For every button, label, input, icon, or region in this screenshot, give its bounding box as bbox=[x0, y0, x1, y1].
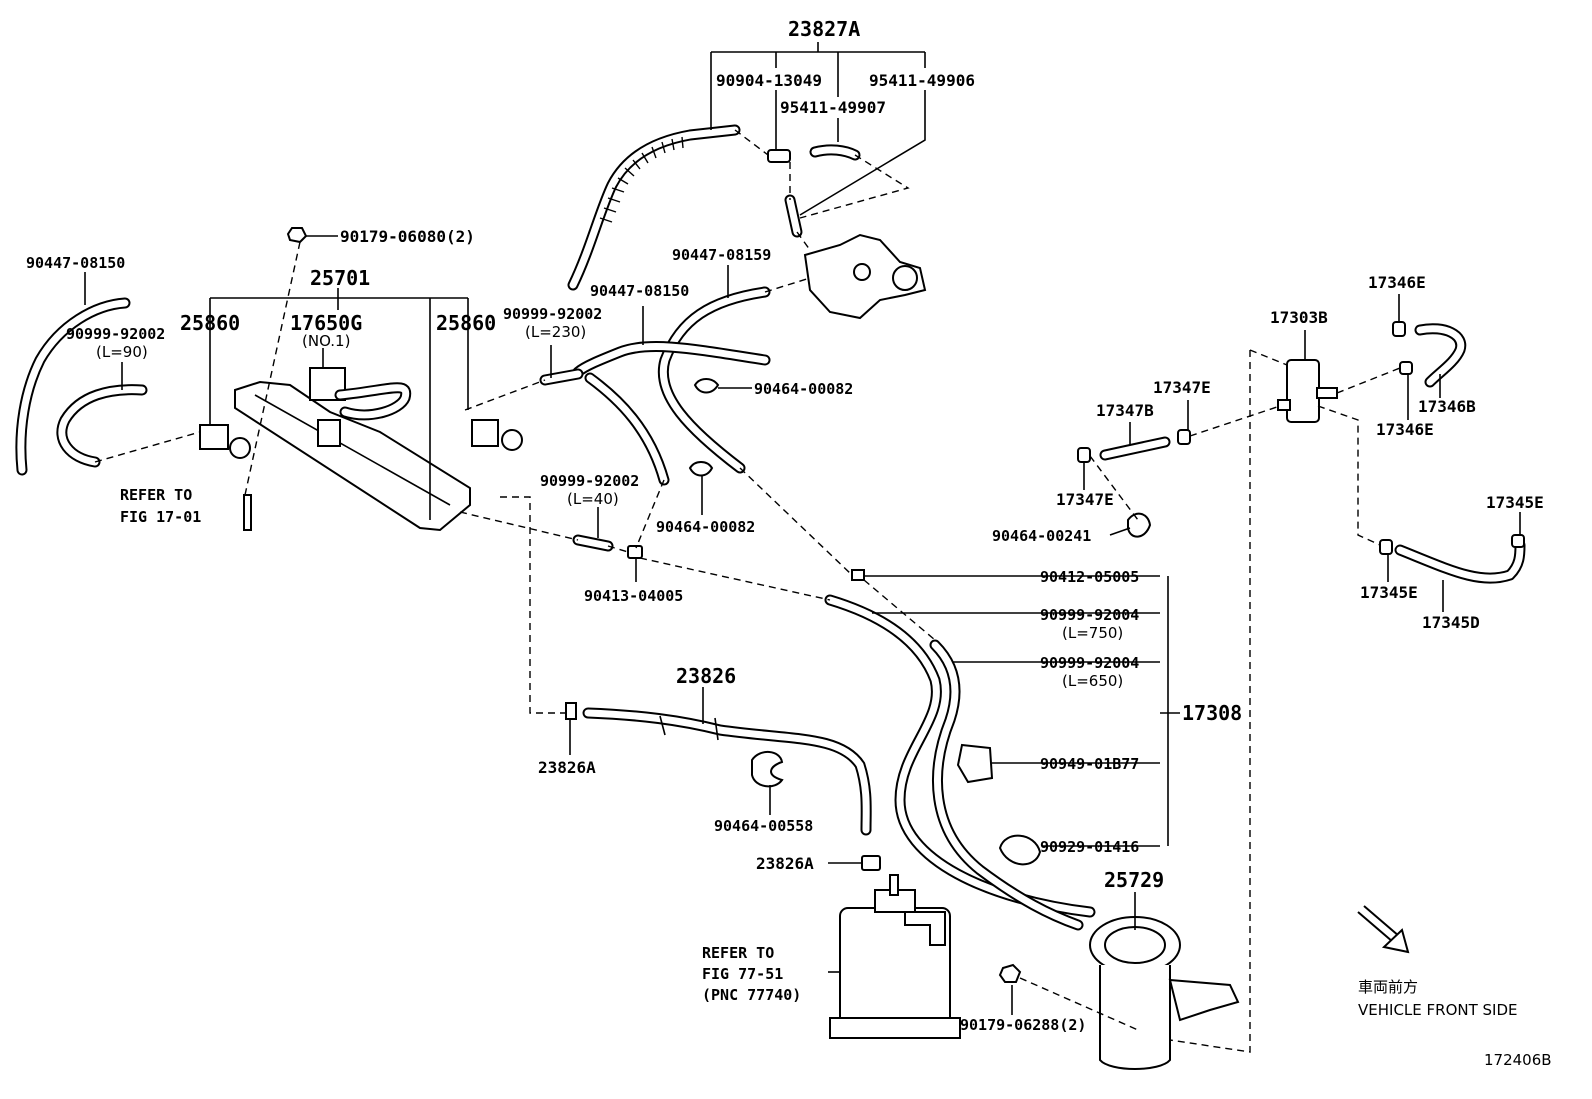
label-90447-08150-left: 90447-08150 bbox=[26, 254, 125, 272]
label-23827A: 23827A bbox=[788, 17, 860, 41]
label-17346B: 17346B bbox=[1418, 397, 1476, 416]
label-90999-92004-b: 90999-92004 bbox=[1040, 654, 1139, 672]
label-90464-00082-b: 90464-00082 bbox=[656, 518, 755, 536]
label-90929-01416: 90929-01416 bbox=[1040, 838, 1139, 856]
label-17308: 17308 bbox=[1182, 701, 1242, 725]
label-90412-05005: 90412-05005 bbox=[1040, 568, 1139, 586]
label-90999-92004-a: 90999-92004 bbox=[1040, 606, 1139, 624]
label-90179-06080: 90179-06080(2) bbox=[340, 227, 475, 246]
part-labels: 23827A 90904-13049 95411-49906 95411-499… bbox=[26, 17, 1552, 1069]
vehicle-front-label-jp: 車両前方 bbox=[1358, 978, 1418, 996]
label-25860-right: 25860 bbox=[436, 311, 496, 335]
label-90904-13049: 90904-13049 bbox=[716, 71, 822, 90]
refer-fig-17-01-line2: FIG 17-01 bbox=[120, 508, 201, 526]
figure-id: 172406B bbox=[1484, 1051, 1552, 1069]
label-25701: 25701 bbox=[310, 266, 370, 290]
refer-fig-77-51-line2: FIG 77-51 bbox=[702, 965, 783, 983]
label-90179-06288: 90179-06288(2) bbox=[960, 1016, 1086, 1034]
label-90464-00082-a: 90464-00082 bbox=[754, 380, 853, 398]
arrow-down-right-icon bbox=[1357, 905, 1410, 954]
label-17345D: 17345D bbox=[1422, 613, 1480, 632]
label-17303B: 17303B bbox=[1270, 308, 1328, 327]
label-90999-92004-a-sub: (L=750) bbox=[1062, 624, 1123, 642]
label-17347E-top: 17347E bbox=[1153, 378, 1211, 397]
hose-drawings bbox=[15, 124, 1526, 1070]
refer-fig-17-01-line1: REFER TO bbox=[120, 486, 192, 504]
dashed-connectors bbox=[94, 129, 1401, 1053]
label-25729: 25729 bbox=[1104, 868, 1164, 892]
label-17346E-bottom: 17346E bbox=[1376, 420, 1434, 439]
label-17650G: 17650G bbox=[290, 311, 362, 335]
label-95411-49907: 95411-49907 bbox=[780, 98, 886, 117]
label-17346E-top: 17346E bbox=[1368, 273, 1426, 292]
vehicle-front-label-en: VEHICLE FRONT SIDE bbox=[1358, 1001, 1518, 1019]
label-90999-92002-left: 90999-92002 bbox=[66, 325, 165, 343]
label-17345E-bottom: 17345E bbox=[1360, 583, 1418, 602]
label-23826A-bottom: 23826A bbox=[756, 854, 814, 873]
label-90464-00558: 90464-00558 bbox=[714, 817, 813, 835]
label-17345E-top: 17345E bbox=[1486, 493, 1544, 512]
leader-lines bbox=[84, 42, 1521, 1015]
label-90999-92002-d: 90999-92002 bbox=[540, 472, 639, 490]
label-17347E-bottom: 17347E bbox=[1056, 490, 1114, 509]
label-95411-49906: 95411-49906 bbox=[869, 71, 975, 90]
label-17347B: 17347B bbox=[1096, 401, 1154, 420]
label-90413-04005: 90413-04005 bbox=[584, 587, 683, 605]
label-90447-08150-center: 90447-08150 bbox=[590, 282, 689, 300]
label-23826A-left: 23826A bbox=[538, 758, 596, 777]
refer-fig-77-51-line3: (PNC 77740) bbox=[702, 986, 801, 1004]
refer-fig-77-51-line1: REFER TO bbox=[702, 944, 774, 962]
label-90999-92002-left-sub: (L=90) bbox=[96, 343, 148, 361]
label-25860-left: 25860 bbox=[180, 311, 240, 335]
label-90999-92002-d-sub: (L=40) bbox=[567, 490, 619, 508]
label-17650G-sub: (NO.1) bbox=[302, 332, 350, 350]
label-90999-92004-b-sub: (L=650) bbox=[1062, 672, 1123, 690]
label-23826: 23826 bbox=[676, 664, 736, 688]
label-90949-01B77: 90949-01B77 bbox=[1040, 755, 1139, 773]
label-90999-92002-center: 90999-92002 bbox=[503, 305, 602, 323]
label-90464-00241: 90464-00241 bbox=[992, 527, 1091, 545]
label-90447-08159: 90447-08159 bbox=[672, 246, 771, 264]
label-90999-92002-center-sub: (L=230) bbox=[525, 323, 586, 341]
